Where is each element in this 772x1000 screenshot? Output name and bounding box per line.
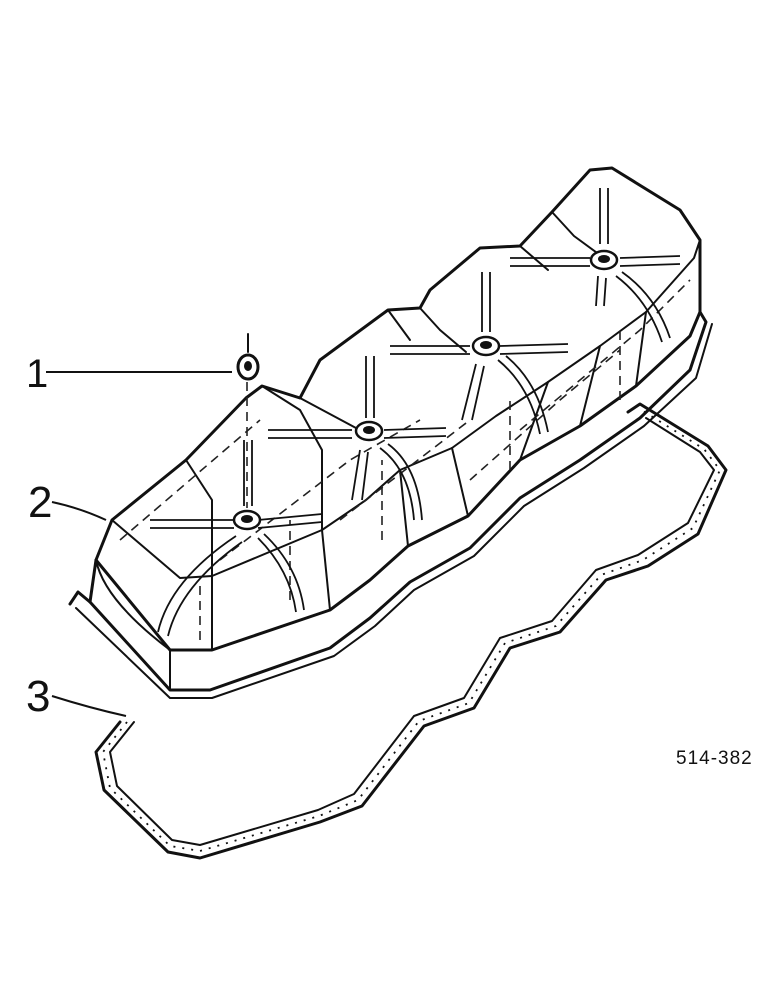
callout-label-3: 3: [26, 672, 51, 721]
leader-line-3: [51, 695, 127, 717]
stud-nut-1: [232, 509, 262, 531]
stud-nut-3: [471, 335, 501, 357]
valve-cover: [68, 166, 713, 699]
leader-line-2: [51, 501, 107, 521]
stud-rib-star-2: [268, 356, 447, 521]
figure-code: 514-382: [676, 748, 753, 769]
stud-rib-star-1: [150, 440, 323, 637]
stud-nut-4: [589, 249, 619, 271]
stud-nut-2: [354, 420, 384, 442]
callout-label-1: 1: [26, 352, 49, 396]
stud-rib-star-4: [510, 188, 681, 343]
gasket: [94, 402, 728, 860]
stud-rib-star-3: [390, 272, 569, 435]
nut: [236, 333, 260, 508]
callout-label-2: 2: [28, 478, 53, 527]
